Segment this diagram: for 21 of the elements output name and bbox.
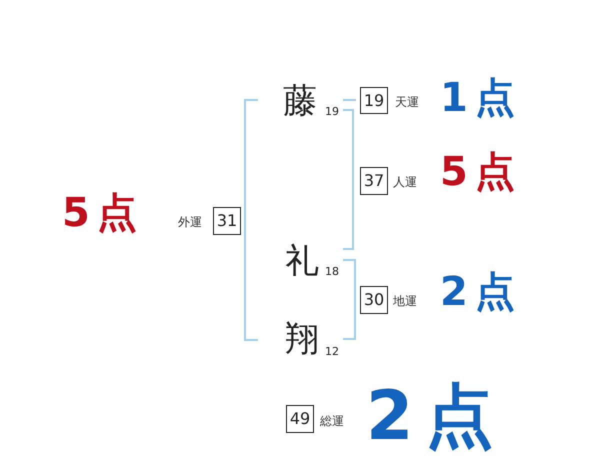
category-label: 人運 <box>393 176 417 188</box>
score-label: 1点 <box>440 78 522 118</box>
score-label: 5点 <box>62 193 144 233</box>
number-box: 19 <box>360 87 388 114</box>
number-box: 31 <box>213 207 241 235</box>
category-label: 外運 <box>178 216 202 228</box>
name-character: 翔 <box>285 322 319 356</box>
stroke-count: 19 <box>325 106 339 117</box>
name-character: 藤 <box>283 84 317 118</box>
name-character: 礼 <box>285 244 319 278</box>
number-box: 49 <box>286 405 314 433</box>
stroke-count: 12 <box>325 346 339 357</box>
score-label: 2点 <box>366 383 506 451</box>
score-label: 5点 <box>440 152 522 192</box>
number-box: 37 <box>360 167 388 195</box>
stroke-count: 18 <box>325 266 339 277</box>
category-label: 天運 <box>395 96 419 108</box>
score-label: 2点 <box>440 272 522 312</box>
number-box: 30 <box>360 286 388 314</box>
category-label: 総運 <box>320 415 344 427</box>
category-label: 地運 <box>393 295 417 307</box>
